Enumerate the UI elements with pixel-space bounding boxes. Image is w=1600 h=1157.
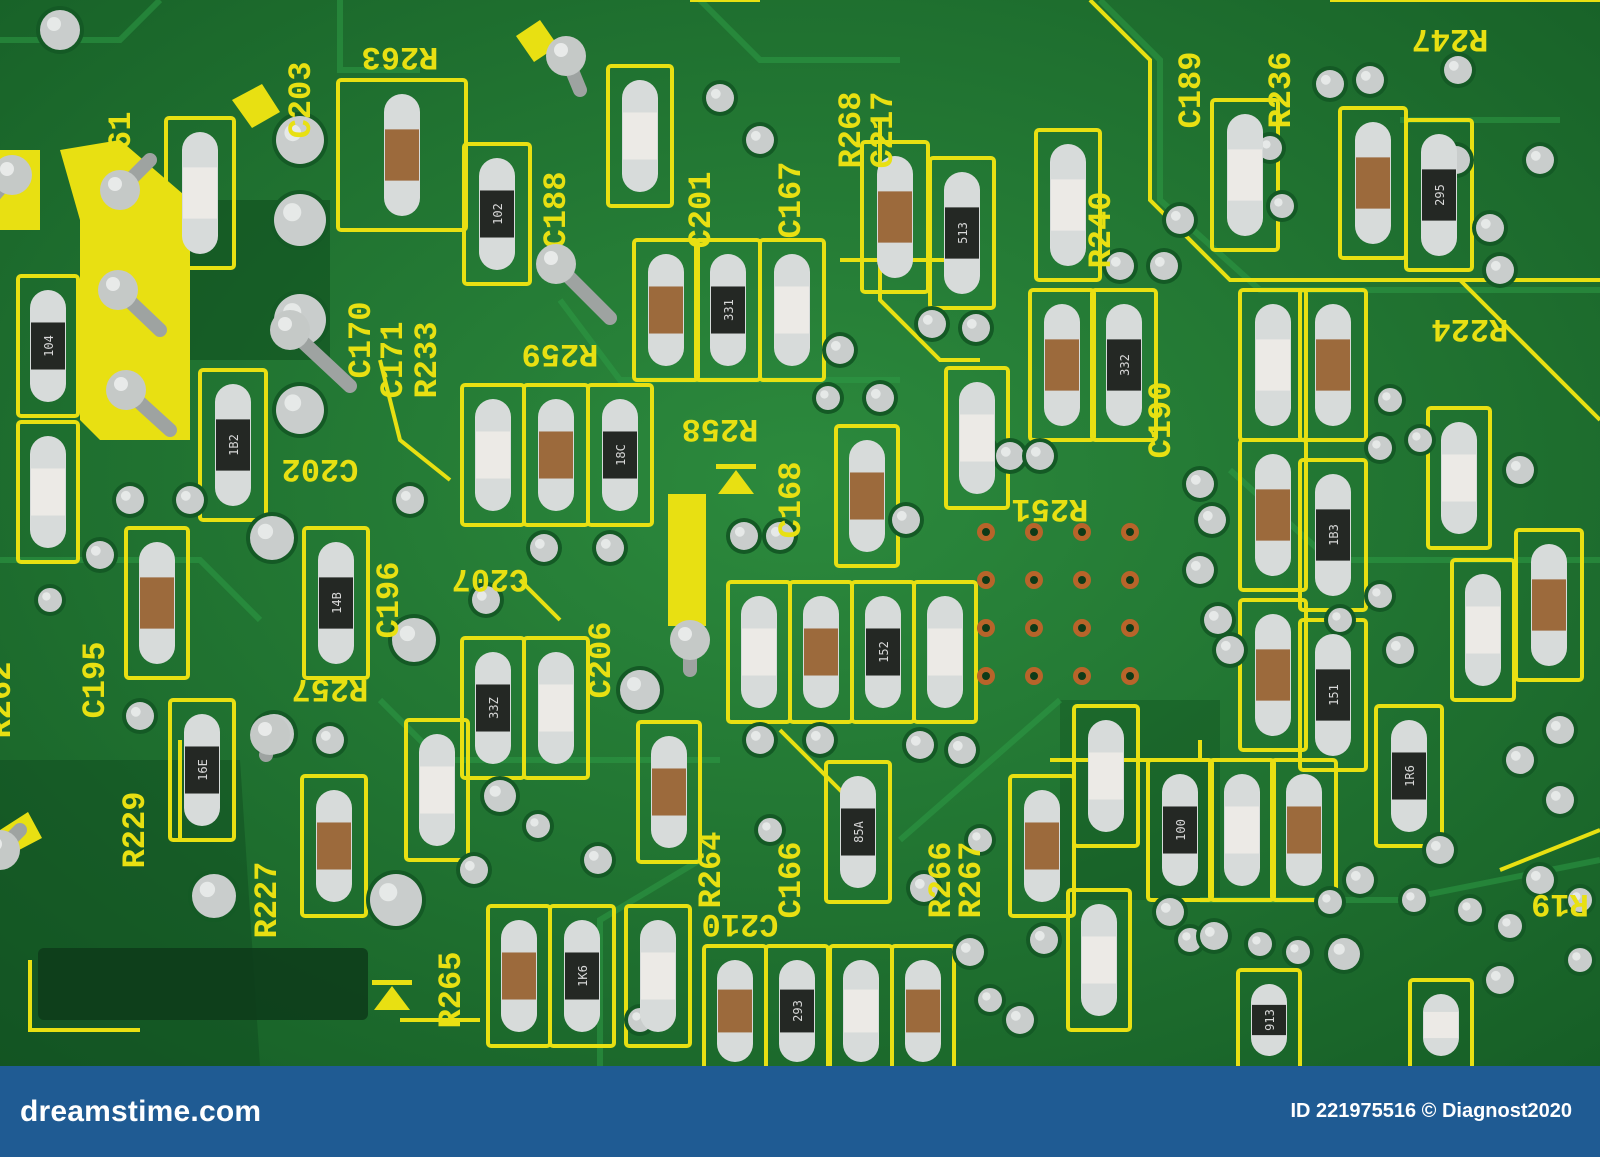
svg-text:R19: R19 [1531,885,1589,922]
svg-text:C217: C217 [865,92,902,169]
svg-text:R266: R266 [923,842,960,919]
svg-text:C196: C196 [371,562,408,639]
smd-components: 102 331 513 332 295 1B2 18C 104 14B 152 1B3 151 33Z 1… [30,80,1567,1062]
svg-text:102: 102 [491,203,505,225]
svg-text:C195: C195 [77,642,114,719]
svg-text:332: 332 [1118,354,1132,376]
svg-text:C171: C171 [375,322,412,399]
svg-text:293: 293 [791,1000,805,1022]
svg-text:R240: R240 [1083,192,1120,269]
svg-text:18C: 18C [614,444,628,466]
svg-text:R265: R265 [433,952,470,1029]
svg-text:R262: R262 [0,662,20,739]
svg-text:104: 104 [42,335,56,357]
svg-text:C188: C188 [538,172,575,249]
svg-text:R259: R259 [522,335,599,372]
svg-text:C189: C189 [1173,52,1210,129]
svg-text:C166: C166 [773,842,810,919]
svg-text:1B3: 1B3 [1327,524,1341,546]
svg-text:R251: R251 [1012,490,1089,527]
svg-text:C207: C207 [452,560,529,597]
svg-text:100: 100 [1174,819,1188,841]
svg-text:R264: R264 [693,832,730,909]
circuit-board-photo: 102 331 513 332 295 1B2 18C 104 14B 152 1B3 151 33Z 1… [0,0,1600,1066]
svg-text:R233: R233 [409,322,446,399]
svg-text:R257: R257 [292,670,369,707]
svg-text:16E: 16E [196,759,210,781]
through-hole-pins [0,36,710,870]
svg-text:C190: C190 [1143,382,1180,459]
svg-text:R236: R236 [1263,52,1300,129]
svg-text:R227: R227 [249,862,286,939]
svg-text:R229: R229 [117,792,154,869]
svg-text:R247: R247 [1412,20,1489,57]
svg-text:R224: R224 [1432,310,1509,347]
watermark-bar: dreamstime.com ID 221975516 © Diagnost20… [0,1066,1600,1157]
svg-text:33Z: 33Z [487,697,501,719]
svg-text:C202: C202 [282,450,359,487]
solder-vias [34,6,1596,1038]
svg-text:C170: C170 [343,302,380,379]
svg-text:331: 331 [722,299,736,321]
svg-text:C210: C210 [702,905,779,942]
svg-text:1B2: 1B2 [227,434,241,456]
dark-pad-area [38,948,368,1020]
svg-text:C201: C201 [683,172,720,249]
svg-text:152: 152 [877,641,891,663]
svg-text:85A: 85A [852,820,866,842]
svg-text:1R6: 1R6 [1403,765,1417,787]
svg-text:R268: R268 [833,92,870,169]
svg-text:151: 151 [1327,684,1341,706]
svg-text:R267: R267 [953,842,990,919]
watermark-logo: dreamstime.com [20,1094,262,1128]
svg-text:513: 513 [956,222,970,244]
image-credit: ID 221975516 © Diagnost2020 [1290,1100,1572,1122]
svg-text:295: 295 [1433,184,1447,206]
svg-text:C203: C203 [283,62,320,139]
svg-text:C167: C167 [773,162,810,239]
svg-text:C206: C206 [583,622,620,699]
svg-text:1K6: 1K6 [576,965,590,987]
svg-text:C168: C168 [773,462,810,539]
svg-text:R258: R258 [682,410,759,447]
svg-text:R263: R263 [362,38,439,75]
svg-text:14B: 14B [330,592,344,614]
svg-text:913: 913 [1263,1009,1277,1031]
